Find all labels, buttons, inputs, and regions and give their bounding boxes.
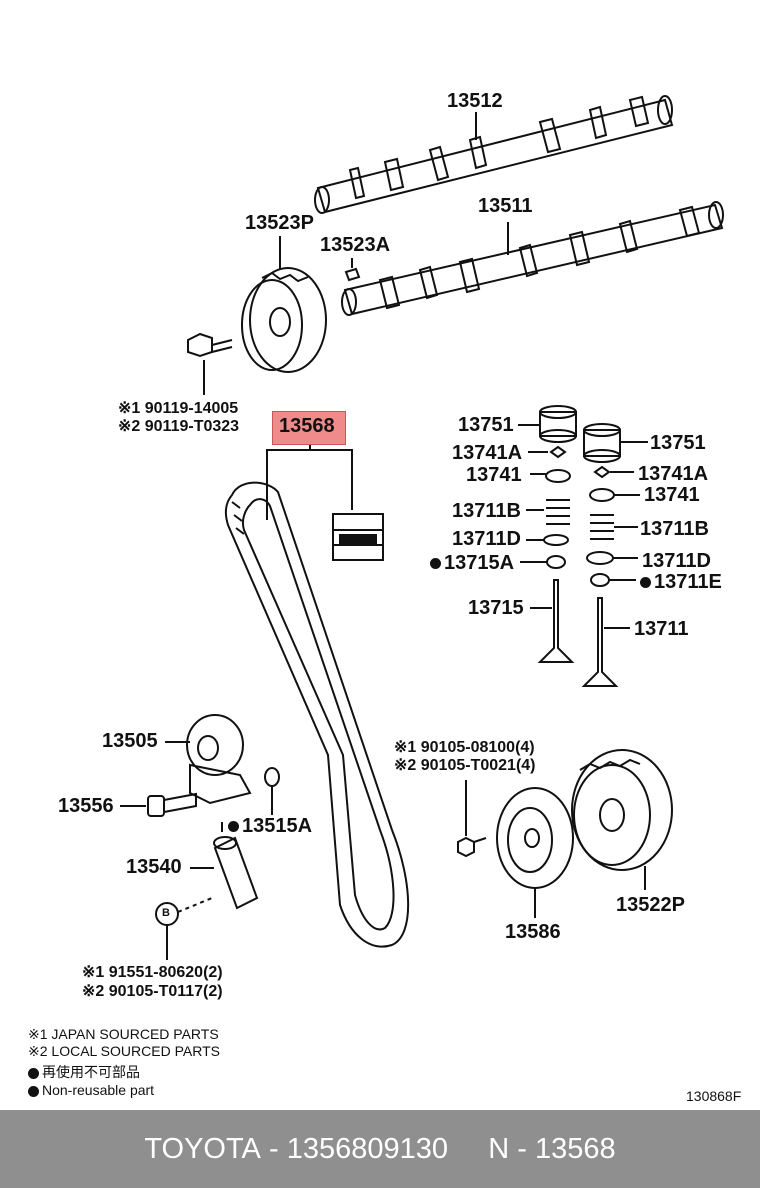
valve-train-right [581, 423, 648, 687]
label-cam-pulley: 13523P [245, 212, 314, 234]
label-tensioner-bolt-local: ※2 90105-T0117(2) [82, 983, 223, 1000]
legend-local: ※2 LOCAL SOURCED PARTS [28, 1043, 220, 1059]
label-retainer-left: 13741 [466, 464, 522, 486]
label-tensioner: 13540 [126, 856, 182, 878]
label-bolt-local: ※2 90119-T0323 [118, 418, 240, 435]
label-seal-left: 13715A [430, 552, 514, 575]
footer-bar: TOYOTA - 1356809130 N - 13568 [0, 1110, 760, 1188]
label-tensioner-bolt-jp: ※1 91551-80620(2) [82, 964, 223, 981]
timing-belt [224, 481, 410, 948]
pulley-bolt [457, 780, 487, 858]
nonreusable-dot-icon [640, 577, 651, 589]
valve-train-left [518, 405, 577, 663]
label-lifter-right: 13751 [650, 432, 706, 454]
label-timing-belt[interactable]: 13568 [279, 415, 335, 437]
label-camshaft-exhaust: 13512 [447, 90, 503, 112]
label-idler: 13505 [102, 730, 158, 752]
label-idler-washer: 13515A [228, 815, 312, 838]
label-keeper-right: 13741A [638, 463, 709, 485]
nonreusable-dot-icon [28, 1067, 39, 1079]
nonreusable-dot-icon [228, 821, 239, 833]
cam-pulley-bolt [187, 332, 233, 395]
label-cam-key: 13523A [320, 234, 391, 256]
label-pulley-bolt-local: ※2 90105-T0021(4) [394, 757, 536, 774]
nonreusable-dot-icon [28, 1085, 39, 1097]
label-idler-bolt: 13556 [58, 795, 114, 817]
label-valve-left: 13715 [468, 597, 524, 619]
label-spring-left: 13711B [452, 500, 521, 522]
nonreusable-dot-icon [430, 558, 441, 570]
figure-id: 130868F [686, 1088, 742, 1104]
idler-washer [264, 767, 280, 787]
footer-part-number: 1356809130 [286, 1132, 448, 1165]
label-spring-right: 13711B [640, 518, 709, 540]
label-bolt-jp: ※1 90119-14005 [118, 400, 239, 417]
label-valve-right: 13711 [634, 618, 689, 640]
belt-section [332, 513, 384, 561]
label-seat-right: 13711D [642, 550, 711, 572]
cam-key [344, 267, 361, 282]
footer-brand: TOYOTA [144, 1132, 261, 1165]
cam-timing-pulley [241, 236, 327, 373]
label-badge-b: B [162, 907, 170, 919]
legend-nonreuse: Non-reusable part [28, 1082, 154, 1098]
crank-timing-pulley [571, 749, 673, 890]
camshaft-exhaust [314, 95, 674, 214]
parts-diagram [120, 95, 724, 960]
legend-jp-nonreuse: 再使用不可部品 [28, 1062, 140, 1082]
idler-bolt [120, 792, 197, 817]
label-keeper-left: 13741A [452, 442, 523, 464]
tensioner [177, 822, 259, 913]
label-pulley-bolt-jp: ※1 90105-08100(4) [394, 739, 535, 756]
label-camshaft-intake: 13511 [478, 195, 533, 217]
crankshaft-pulley [496, 787, 574, 918]
camshaft-intake [341, 201, 724, 316]
label-timing-pulley: 13522P [616, 894, 685, 916]
legend-japan: ※1 JAPAN SOURCED PARTS [28, 1026, 219, 1042]
label-crank-pulley: 13586 [505, 921, 561, 943]
belt-label-highlight [272, 411, 346, 445]
label-seal-right: 13711E [640, 571, 722, 594]
label-lifter-left: 13751 [458, 414, 514, 436]
label-retainer-right: 13741 [644, 484, 700, 506]
idler-pulley [165, 714, 252, 805]
footer-ref: N - 13568 [488, 1132, 616, 1165]
label-seat-left: 13711D [452, 528, 521, 550]
